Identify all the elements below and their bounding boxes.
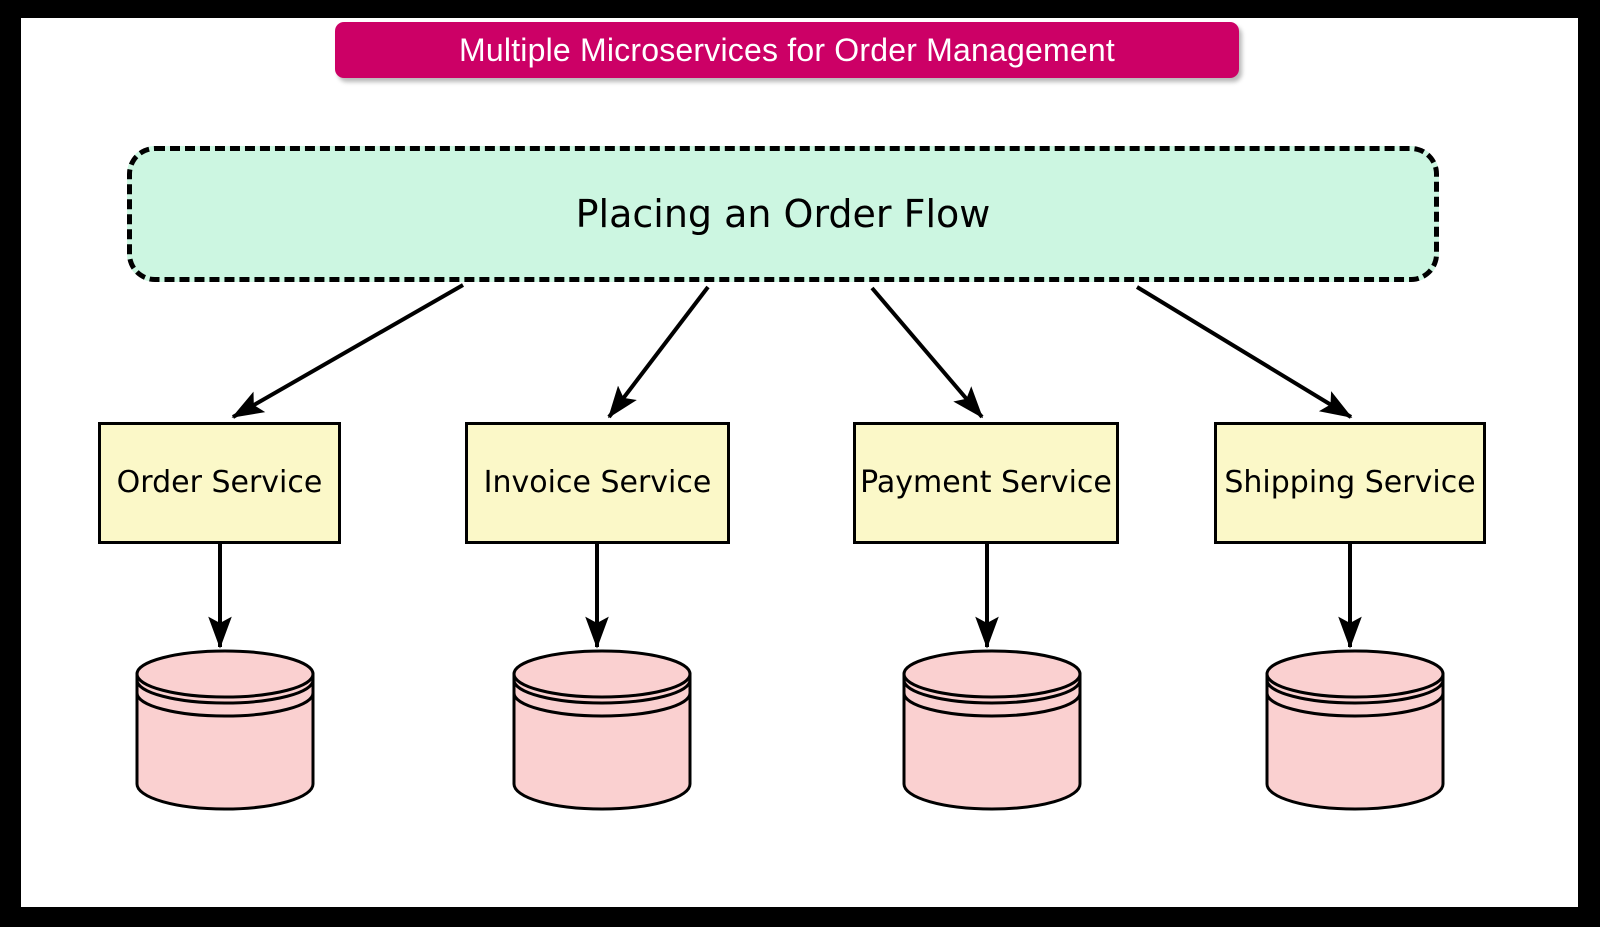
database-icon: [512, 649, 692, 811]
database-cylinder-shipping[interactable]: [1264, 648, 1446, 811]
service-box-shipping-service[interactable]: Shipping Service: [1214, 422, 1486, 544]
edge-flow-to-order-service: [231, 283, 464, 419]
service-label: Invoice Service: [483, 465, 712, 500]
database-cylinder-payment[interactable]: [901, 648, 1083, 811]
flow-group-label: Placing an Order Flow: [575, 192, 991, 236]
service-label: Shipping Service: [1224, 465, 1476, 500]
service-box-payment-service[interactable]: Payment Service: [853, 422, 1119, 544]
diagram-canvas: Multiple Microservices for Order Managem…: [21, 18, 1578, 907]
edge-flow-to-shipping-service: [1135, 285, 1353, 419]
edge-flow-to-invoice-service: [607, 285, 710, 419]
flow-group-placing-an-order[interactable]: Placing an Order Flow: [127, 146, 1439, 282]
edge-flow-to-payment-service: [870, 286, 984, 419]
database-icon: [1265, 649, 1445, 811]
database-icon: [902, 649, 1082, 811]
service-label: Payment Service: [860, 465, 1112, 500]
service-box-invoice-service[interactable]: Invoice Service: [465, 422, 730, 544]
page-title: Multiple Microservices for Order Managem…: [459, 32, 1115, 68]
service-box-order-service[interactable]: Order Service: [98, 422, 341, 544]
title-banner: Multiple Microservices for Order Managem…: [335, 22, 1239, 78]
database-icon: [135, 649, 315, 811]
database-cylinder-invoice[interactable]: [511, 648, 693, 811]
service-label: Order Service: [116, 465, 323, 500]
database-cylinder-order[interactable]: [134, 648, 316, 811]
